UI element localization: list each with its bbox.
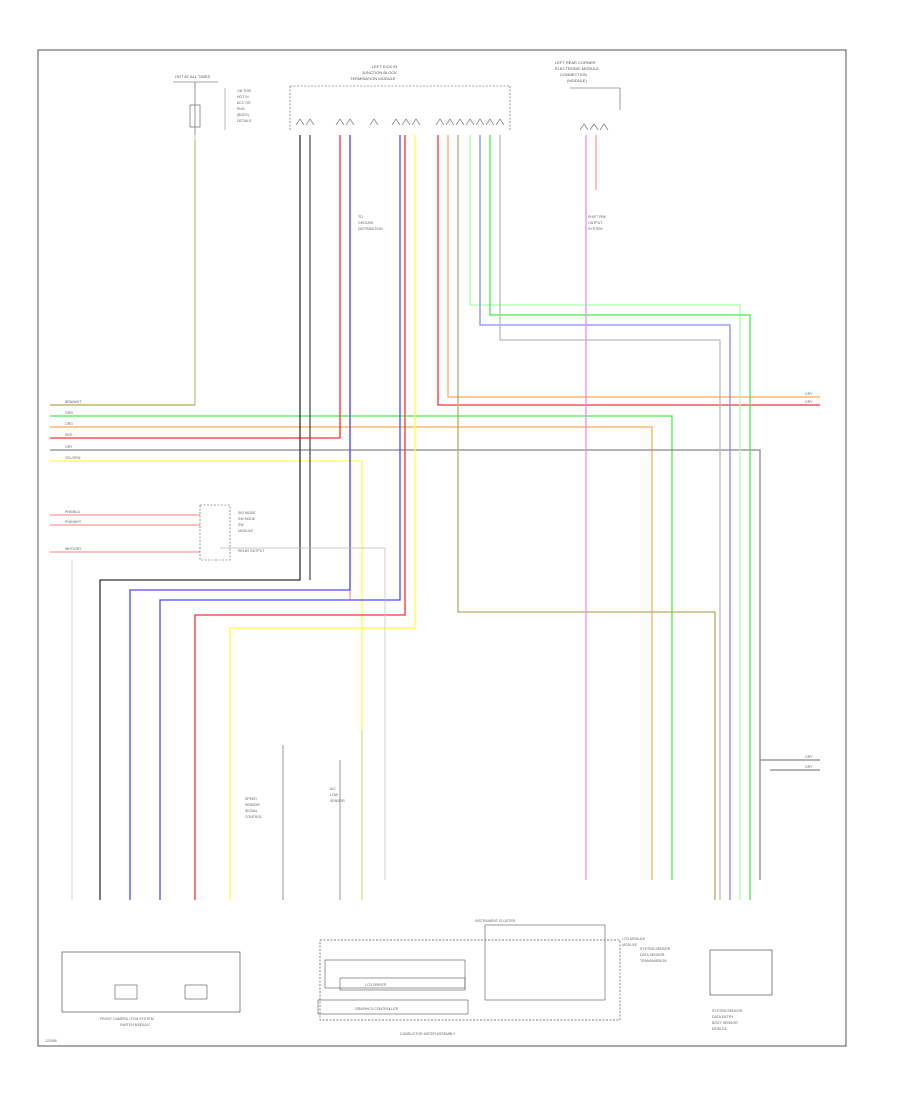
- left-module-label: FRONT CAMERA / FCM SYSTEM: [100, 1017, 154, 1021]
- wire-orange-2: [447, 135, 820, 398]
- wire-tag-7: PNK/BLU: [65, 510, 80, 514]
- pin-note-2: SENSOR: [245, 803, 260, 807]
- wire-tag-r2: GRY: [805, 400, 813, 404]
- wire-tag-r3: GRY: [805, 755, 813, 759]
- wire-tag-3: ORG: [65, 422, 73, 426]
- sub-switch-label-1: SIG MODE: [238, 511, 256, 515]
- wire-blue-1: [129, 135, 351, 900]
- relay-label: RELAY OUTPUT: [238, 549, 265, 553]
- center-module-label2: LCD MODULE: [622, 937, 646, 941]
- diagram-frame: [37, 49, 847, 1047]
- left-connector-subtitle: JUNCTION BLOCK: [362, 70, 397, 75]
- fuse-note-5: (BODY): [237, 113, 249, 117]
- fuse-note-4: RUN: [237, 107, 245, 111]
- fuse-label: HOT AT ALL TIMES: [175, 74, 210, 79]
- left-connector-title: LEFT KICK IN: [372, 64, 397, 69]
- bottom-right-caption-3: BODY SENSOR: [712, 1021, 738, 1025]
- right-ground-note-1: SHIFT PBK: [588, 215, 607, 219]
- left-module-label2: SWITCH MODULE: [120, 1023, 150, 1027]
- center-module-label: INSTRUMENT CLUSTER: [475, 919, 516, 923]
- left-connector-subtitle2: TERMINATION MODULE: [350, 76, 396, 81]
- wire-tag-5: GRY: [65, 445, 73, 449]
- wire-gray-2: [479, 135, 731, 900]
- wire-tag-1: BRN/WHT: [65, 400, 82, 404]
- sub-switch-label-4: MODULE: [238, 529, 254, 533]
- wire-tags-left: BRN/WHT GRN ORG RED GRY YEL/GRN PNK/BLU …: [65, 400, 82, 551]
- right-connector-subtitle3: (MODULE): [567, 78, 587, 83]
- right-sensor-module: SYSTEM SENSOR DATA ENTRY BODY SENSOR MOD…: [640, 947, 773, 1031]
- wire-fuse-lightgreen: [50, 135, 196, 406]
- pin-note-4: CONTROL: [245, 815, 262, 819]
- wire-bus-gray: [50, 449, 761, 880]
- sub-switch-label-2: SW MODE: [238, 517, 256, 521]
- instrument-cluster: INSTRUMENT CLUSTER LCD DRIVER GRAPHICS C…: [317, 919, 646, 1036]
- wire-red-2: [194, 135, 406, 900]
- ground-note-3: DISTRIBUTION: [358, 227, 383, 231]
- wire-blue-2: [159, 135, 401, 900]
- wire-lightgreen-2: [469, 135, 741, 900]
- fuse-note-6: DETAILS: [237, 119, 252, 123]
- wire-tag-8: PNK/WHT: [65, 520, 82, 524]
- bottom-right-caption-2: DATA ENTRY: [712, 1015, 734, 1019]
- bottom-right-caption-1: SYSTEM SENSOR: [712, 1009, 743, 1013]
- bottom-center-caption: CONDUCTOR METER ASSEMBLY: [400, 1032, 456, 1036]
- ground-note-2: GROUND: [358, 221, 374, 225]
- right-module-label-1: SYSTEM SENSOR: [640, 947, 671, 951]
- pin-note-1: SPEED: [245, 797, 257, 801]
- wire-bus-green: [50, 415, 673, 880]
- left-kick-connector: LEFT KICK IN JUNCTION BLOCK TERMINATION …: [289, 64, 511, 231]
- pin-note-3: SIGNAL: [245, 809, 258, 813]
- wire-bus-orange: [50, 426, 653, 880]
- pin-note2-2: LOW: [330, 793, 339, 797]
- fuse-note-2: HOT IN: [237, 95, 249, 99]
- module-inner-2: GRAPHICS CONTROLLER: [355, 1007, 399, 1011]
- ground-note-1: TO: [358, 215, 363, 219]
- center-module-label3: MODULE: [622, 943, 638, 947]
- wire-tag-4: RED: [65, 433, 73, 437]
- wire-tag-2: GRN: [65, 411, 73, 415]
- right-module-label-3: TRANSMISSION: [640, 959, 667, 963]
- right-module-label-2: DATA SENSOR: [640, 953, 665, 957]
- wire-bus-red: [50, 135, 341, 439]
- wire-tag-9: WHT/GRY: [65, 547, 82, 551]
- wire-thin-2: [220, 547, 386, 880]
- right-connector-title: LEFT REAR CORNER: [555, 60, 595, 65]
- wires: [50, 135, 820, 900]
- right-ground-note-2: OUTPUT: [588, 221, 603, 225]
- left-switch-module: FRONT CAMERA / FCM SYSTEM SWITCH MODULE: [61, 951, 241, 1027]
- right-ground-note-3: SYSTEM: [588, 227, 602, 231]
- right-connector-subtitle: ELECTRONIC MODULE: [555, 66, 599, 71]
- right-connector-subtitle2: CONNECTION: [560, 72, 587, 77]
- wire-tag-r1: GRY: [805, 392, 813, 396]
- sub-switch-label-3: SW: [238, 523, 244, 527]
- wire-tag-r4: GRY: [805, 765, 813, 769]
- bottom-right-caption-4: MODULE: [712, 1027, 728, 1031]
- top-fuse-block: HOT AT ALL TIMES ON THIS HOT IN ACC OR R…: [173, 74, 252, 135]
- module-inner-1: LCD DRIVER: [365, 983, 387, 987]
- fuse-note-3: ACC OR: [237, 101, 251, 105]
- footer-code: 123456: [45, 1039, 57, 1043]
- pin-note2-3: SENSOR: [330, 799, 345, 803]
- wire-black-1: [99, 135, 301, 900]
- wire-green-3: [489, 135, 751, 900]
- wire-white-1: [499, 135, 721, 900]
- wire-yellow-2: [229, 135, 416, 900]
- left-rear-connector: LEFT REAR CORNER ELECTRONIC MODULE CONNE…: [555, 60, 621, 231]
- wire-tags-right: GRY GRY GRY GRY: [805, 392, 813, 769]
- wire-tag-6: YEL/GRN: [65, 456, 81, 460]
- wire-bus-yellow: [50, 460, 363, 730]
- sub-switch: SIG MODE SW MODE SW MODULE RELAY OUTPUT: [199, 504, 265, 561]
- fuse-note-1: ON THIS: [237, 89, 252, 93]
- pin-note2-1: A/C: [330, 787, 336, 791]
- wire-red-3: [437, 135, 820, 406]
- pin-notes: SPEED SENSOR SIGNAL CONTROL A/C LOW SENS…: [245, 730, 363, 900]
